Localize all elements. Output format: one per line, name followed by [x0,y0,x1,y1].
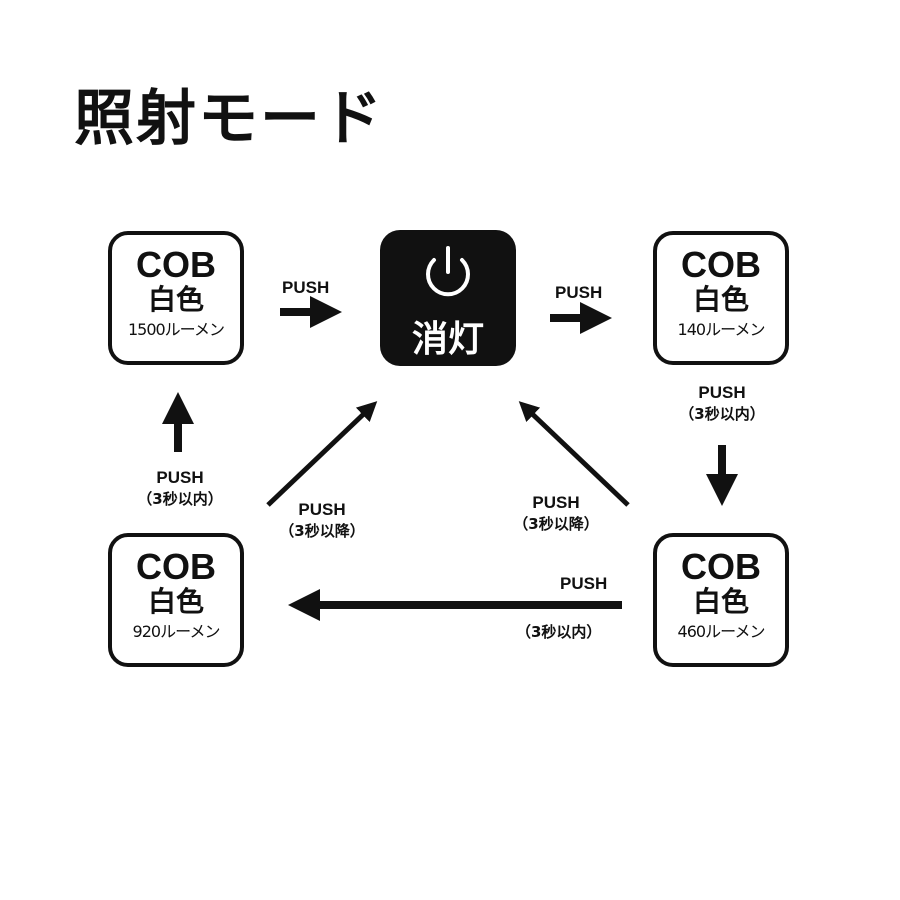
mode-lumen: 1500ルーメン [127,320,225,339]
mode-type: COB [136,244,216,285]
mode-box-1500: COB 白色 1500ルーメン [108,231,244,365]
mode-lumen: 920ルーメン [132,622,221,641]
mode-box-140: COB 白色 140ルーメン [653,231,789,365]
label-bl-to-tl: PUSH （3秒以内） [137,468,223,508]
mode-box-460: COB 白色 460ルーメン [653,533,789,667]
off-label: 消灯 [411,319,484,360]
label-br-to-off: PUSH （3秒以降） [513,493,599,533]
mode-box-920: COB 白色 920ルーメン [108,533,244,667]
label-br-to-bl-action: PUSH [560,574,608,593]
mode-lumen: 140ルーメン [677,320,766,339]
label-bl-to-off: PUSH （3秒以降） [279,500,365,540]
label-br-to-bl-condition: （3秒以内） [516,623,602,641]
mode-color: 白色 [147,585,204,618]
power-icon [426,246,470,297]
mode-color: 白色 [692,283,749,316]
mode-type: COB [136,546,216,587]
mode-color: 白色 [147,283,204,316]
page-title: 照射モード [74,84,384,154]
mode-type: COB [681,546,761,587]
arrow-br-to-off [518,401,630,507]
label-off-to-tr: PUSH [555,283,603,302]
mode-type: COB [681,244,761,285]
arrow-bl-to-off [266,401,378,507]
off-mode-box: 消灯 [380,230,516,366]
mode-color: 白色 [692,585,749,618]
mode-lumen: 460ルーメン [677,622,766,641]
label-tl-to-off: PUSH [282,278,330,297]
label-tr-to-br: PUSH （3秒以内） [679,383,765,423]
